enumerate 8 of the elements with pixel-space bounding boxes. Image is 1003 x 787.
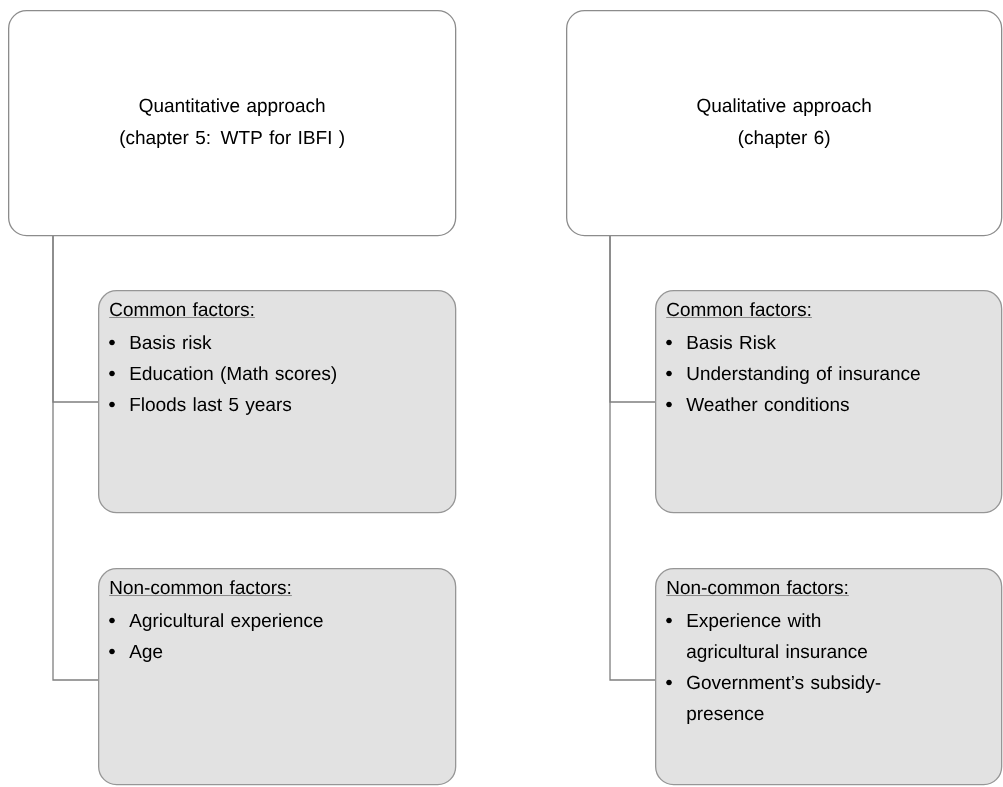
approach-box: Quantitative approach (chapter 5: WTP for IBFI ) <box>8 10 457 237</box>
factor-box: Non-common factors: Experience with agricultural insurance Government’s subsidy-presence <box>655 568 1003 786</box>
connector-line <box>609 234 656 681</box>
factor-box: Common factors: Basis risk Education (Math scores) Floods last 5 years <box>98 290 457 514</box>
approach-box: Qualitative approach (chapter 6) <box>566 10 1003 237</box>
factor-box: Common factors: Basis Risk Understanding of insurance Weather conditions <box>655 290 1003 514</box>
factor-box: Non-common factors: Agricultural experience Age <box>98 568 457 786</box>
connector-line <box>52 234 99 681</box>
